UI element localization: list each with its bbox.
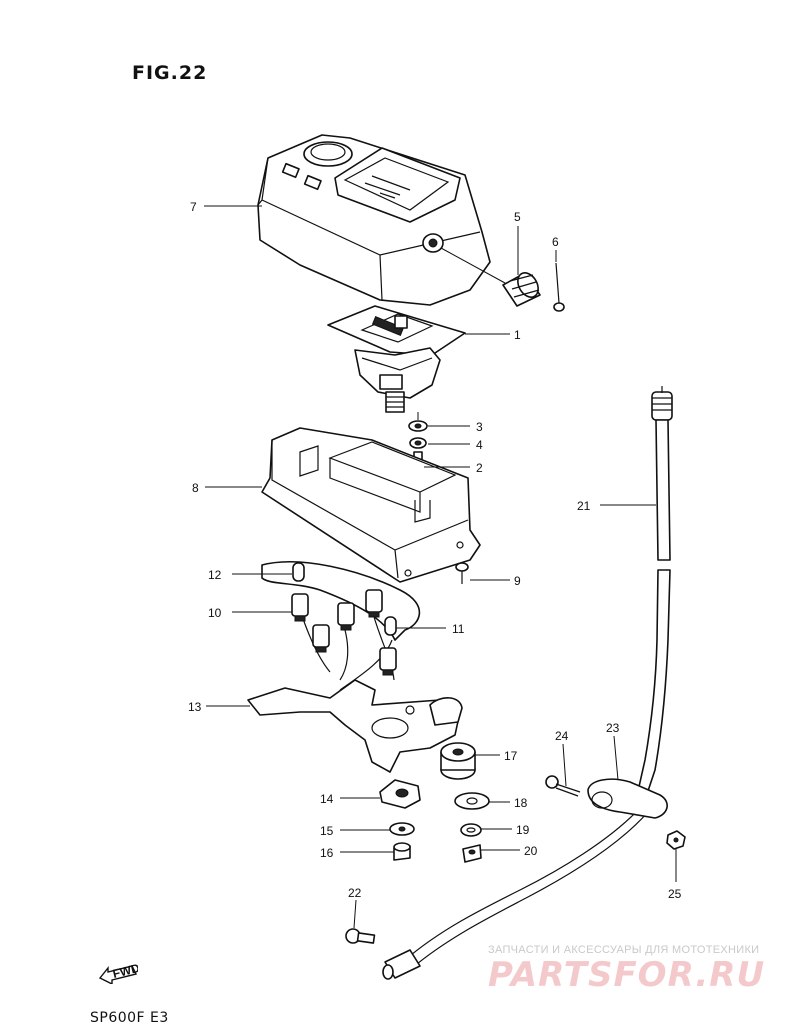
callout-labels: 7 5 6 1 3 4 2 8 9 12 10 11 13 — [188, 200, 682, 929]
label-12: 12 — [208, 568, 222, 582]
part-14-clamp — [379, 779, 421, 809]
part-5-trip-knob — [440, 247, 541, 307]
part-11-bulb — [384, 616, 397, 636]
label-1: 1 — [514, 328, 521, 342]
part-20-nut — [462, 844, 482, 863]
label-16: 16 — [320, 846, 334, 860]
label-22: 22 — [348, 886, 362, 900]
part-9-screw — [455, 562, 469, 584]
part-3-washer — [408, 420, 428, 432]
label-21: 21 — [577, 499, 591, 513]
part-22-bolt — [345, 928, 376, 944]
label-19: 19 — [516, 823, 530, 837]
part-19-washer — [460, 823, 482, 837]
label-20: 20 — [524, 844, 538, 858]
fwd-label: FWD — [111, 962, 138, 981]
label-7: 7 — [190, 200, 197, 214]
part-24-bolt — [545, 775, 581, 797]
bulb-harness — [261, 561, 421, 691]
part-7-meter-cover — [257, 134, 491, 306]
label-17: 17 — [504, 749, 518, 763]
label-25: 25 — [668, 887, 682, 901]
part-8-meter-case — [261, 427, 481, 583]
label-13: 13 — [188, 700, 202, 714]
watermark-tagline: ЗАПЧАСТИ И АКСЕССУАРЫ ДЛЯ МОТОТЕХНИКИ — [488, 944, 760, 956]
fwd-arrow: FWD — [98, 961, 141, 986]
label-3: 3 — [476, 420, 483, 434]
label-15: 15 — [320, 824, 334, 838]
figure-title: FIG.22 — [132, 62, 208, 84]
label-14: 14 — [320, 792, 334, 806]
part-25-nut — [666, 830, 686, 850]
label-4: 4 — [476, 438, 483, 452]
label-11: 11 — [452, 622, 465, 636]
label-10: 10 — [208, 606, 222, 620]
part-10-bulb-socket — [291, 589, 397, 676]
part-13-bracket — [247, 679, 463, 773]
model-code: SP600F E3 — [90, 1010, 169, 1026]
label-18: 18 — [514, 796, 528, 810]
part-15-washer — [389, 822, 415, 836]
part-23-cable-clamp — [587, 778, 668, 819]
part-12-bulb — [292, 562, 305, 582]
part-1-meter-assembly — [327, 305, 466, 413]
part-21-speedometer-cable — [382, 386, 673, 980]
label-9: 9 — [514, 574, 521, 588]
label-23: 23 — [606, 721, 620, 735]
part-4-washer — [409, 437, 427, 449]
label-8: 8 — [192, 481, 199, 495]
label-2: 2 — [476, 461, 483, 475]
label-5: 5 — [514, 210, 521, 224]
watermark-brand: PARTSFOR.RU — [488, 955, 766, 995]
label-24: 24 — [555, 729, 569, 743]
part-18-washer — [454, 792, 490, 810]
part-6-screw — [553, 262, 565, 312]
part-17-grommet — [440, 742, 476, 780]
label-6: 6 — [552, 235, 559, 249]
part-16-nut — [393, 842, 411, 861]
